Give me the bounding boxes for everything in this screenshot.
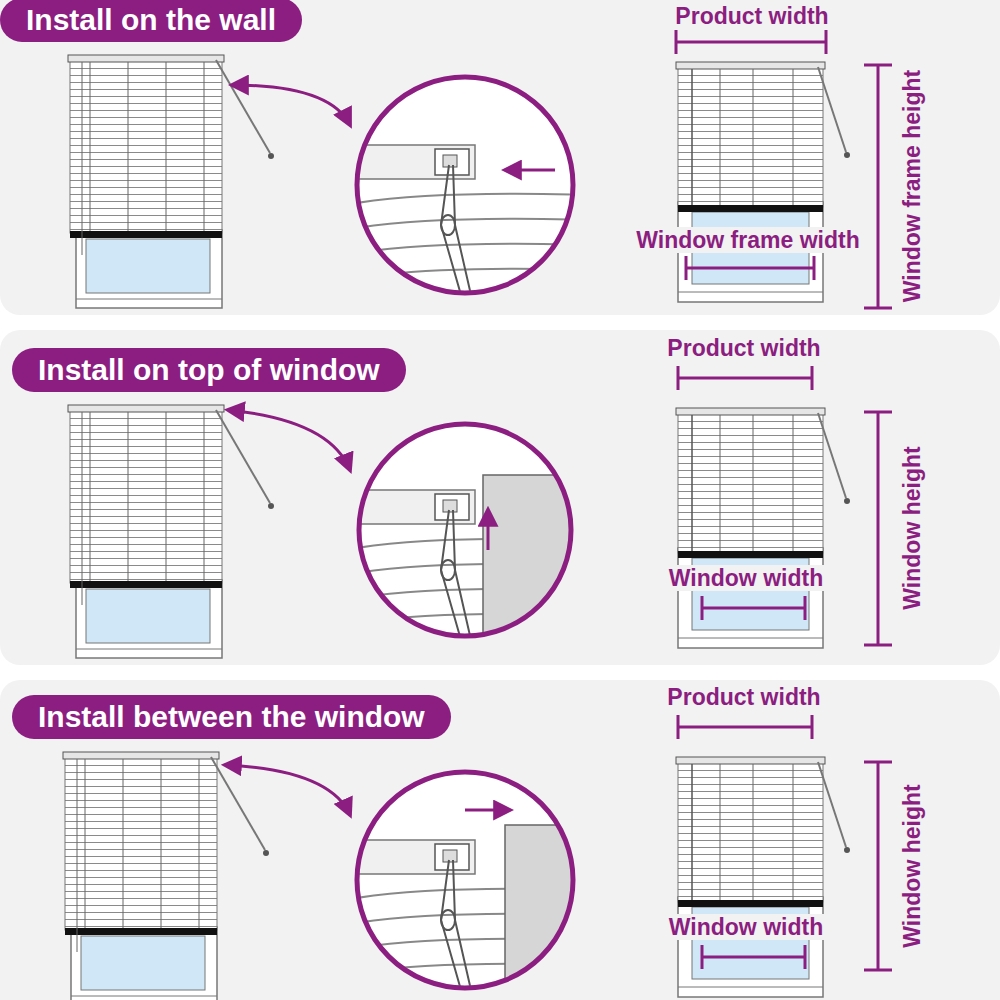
blind-drawing: [686, 267, 814, 270]
blind-drawing: [676, 757, 850, 997]
heading-text: Install between the window: [38, 700, 425, 733]
dimension-label: Window width: [666, 565, 826, 591]
dimension-label: Window height: [899, 781, 925, 950]
blind-drawing: [702, 956, 805, 959]
blind-drawing: [864, 64, 892, 67]
heading-text: Install on the wall: [26, 3, 276, 36]
blind-drawing: [877, 412, 880, 645]
blind-drawing: [357, 77, 573, 293]
blind-drawing: [701, 596, 704, 620]
heading-text: Install on top of window: [38, 353, 380, 386]
blind-drawing: [825, 30, 828, 54]
blind-drawing: [702, 607, 805, 610]
blind-drawing: [804, 945, 807, 969]
blind-drawing: [63, 752, 269, 1000]
blind-drawing: [877, 762, 880, 970]
blind-drawing: [0, 330, 1000, 665]
blind-drawing: [678, 726, 812, 729]
blind-drawing: [345, 424, 595, 655]
blind-drawing: [68, 405, 274, 658]
blind-drawing: [685, 256, 688, 280]
blind-drawing: [813, 256, 816, 280]
blind-drawing: [228, 410, 350, 470]
blind-drawing: [675, 30, 678, 54]
blind-drawing: [677, 366, 680, 390]
dimension-label: Window width: [666, 914, 826, 940]
blind-drawing: [864, 411, 892, 414]
blind-drawing: [0, 680, 1000, 1000]
blind-drawing: [676, 408, 850, 648]
dimension-label: Product width: [664, 684, 823, 710]
dimension-label: Window frame width: [633, 227, 862, 253]
dimension-label: Product width: [664, 335, 823, 361]
dimension-label: Product width: [672, 3, 831, 29]
blind-drawing: [677, 715, 680, 739]
blind-drawing: [676, 62, 850, 302]
blind-drawing: [505, 169, 555, 172]
blind-drawing: [676, 41, 826, 44]
blind-drawing: [465, 809, 510, 812]
blind-drawing: [864, 761, 892, 764]
blind-drawing: [678, 377, 812, 380]
blind-drawing: [877, 65, 880, 308]
dimension-label: Window frame height: [899, 67, 925, 305]
blind-drawing: [811, 715, 814, 739]
heading-pill: Install on top of window: [12, 348, 406, 392]
blind-drawing: [864, 644, 892, 647]
blind-drawing: [68, 55, 274, 308]
blind-drawing: [232, 85, 350, 125]
blind-drawing: [804, 596, 807, 620]
heading-pill: Install between the window: [12, 695, 451, 739]
blind-drawing: [811, 366, 814, 390]
blind-drawing: [864, 969, 892, 972]
blind-drawing: [864, 307, 892, 310]
dimension-label: Window height: [899, 443, 925, 612]
blind-drawing: [357, 772, 573, 988]
blind-drawing: [225, 765, 350, 815]
blind-drawing: [359, 424, 571, 636]
heading-pill: Install on the wall: [0, 0, 302, 42]
blind-drawing: [345, 772, 595, 1000]
blind-drawing: [0, 0, 1000, 315]
blind-drawing: [345, 77, 595, 305]
blind-drawing: [701, 945, 704, 969]
blind-drawing: [676, 30, 892, 308]
blind-drawing: [678, 366, 892, 645]
blind-drawing: [487, 510, 490, 550]
